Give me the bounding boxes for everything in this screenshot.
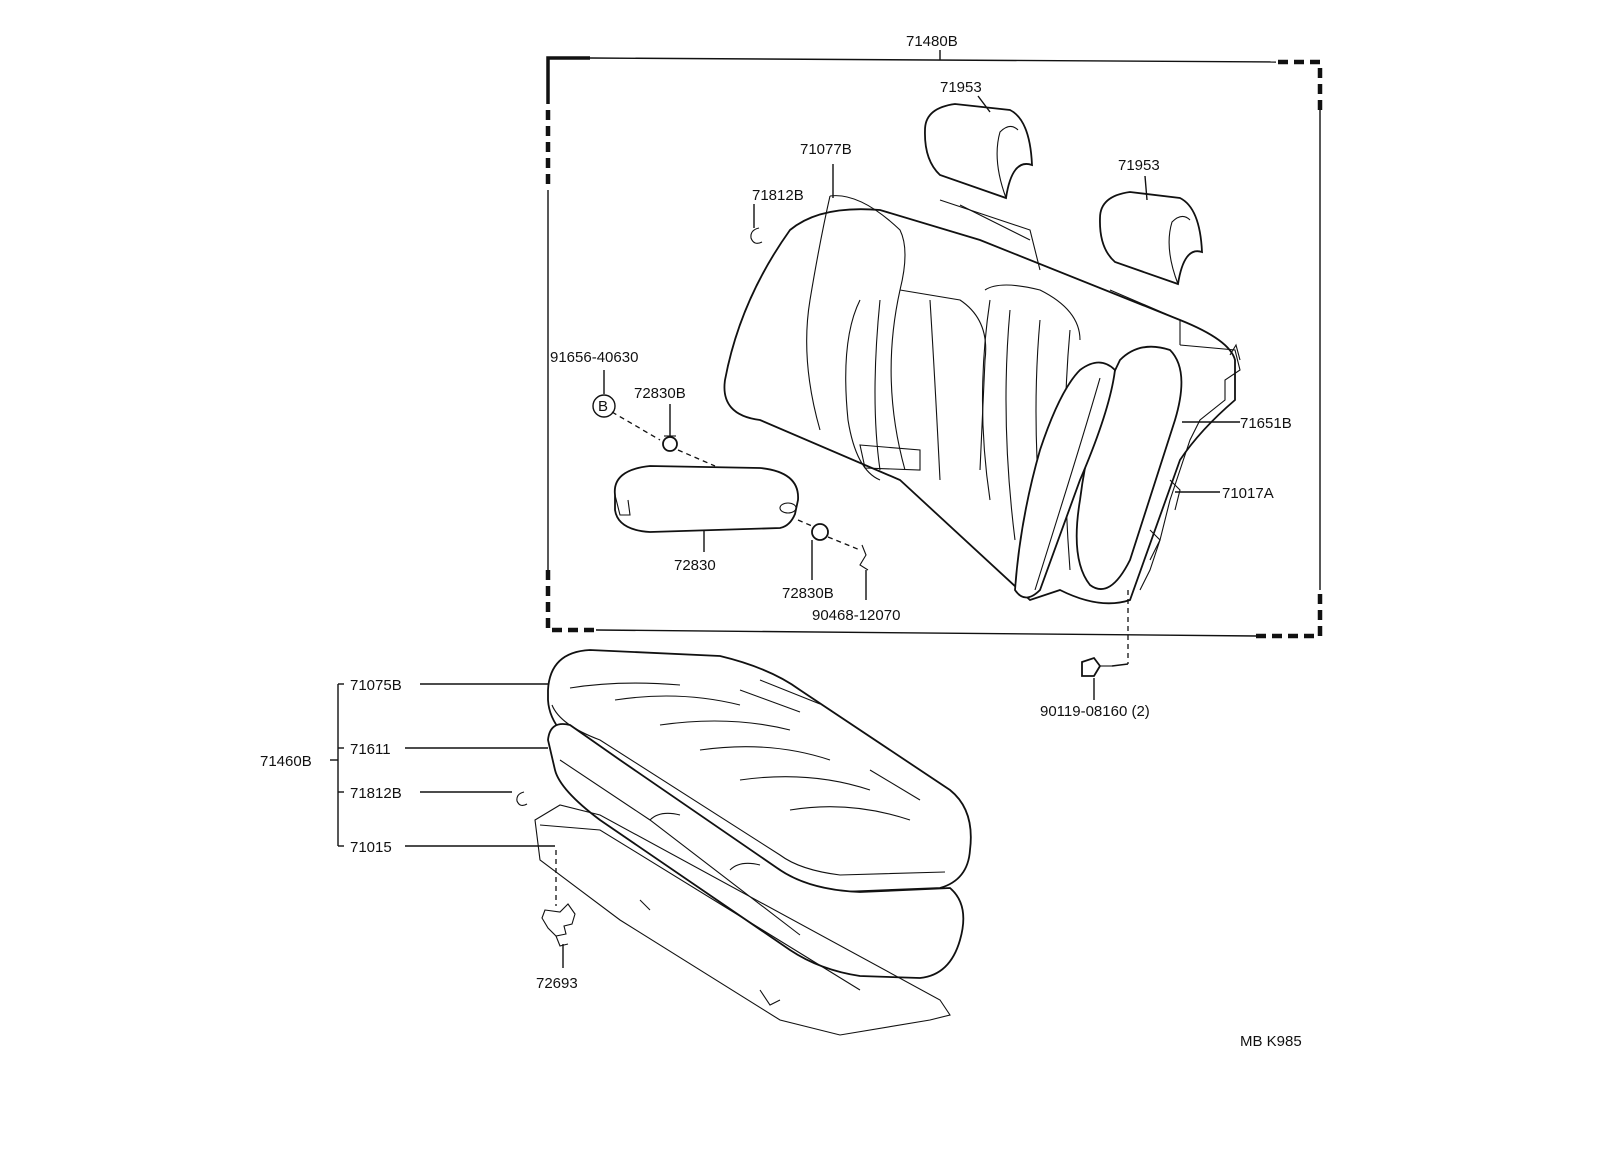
label-90119-08160: 90119-08160 (2) xyxy=(1040,703,1150,720)
label-72830b-lower: 72830B xyxy=(782,585,834,602)
bushing-upper-icon xyxy=(662,435,678,452)
label-91656-40630: 91656-40630 xyxy=(550,349,638,366)
bushing-lower-icon xyxy=(811,523,829,541)
label-71015: 71015 xyxy=(350,839,392,856)
label-72693: 72693 xyxy=(536,975,578,992)
label-71480b: 71480B xyxy=(906,33,958,50)
armrest xyxy=(613,465,799,533)
hog-ring-cushion-icon xyxy=(516,791,528,807)
label-72830b-upper: 72830B xyxy=(634,385,686,402)
label-71812b-cushion: 71812B xyxy=(350,785,402,802)
cushion-frame xyxy=(534,804,951,1036)
label-71075b: 71075B xyxy=(350,677,402,694)
seatback-side-pad xyxy=(1014,345,1183,599)
diagram-code: MB K985 xyxy=(1240,1033,1302,1050)
seatback-frame xyxy=(1139,343,1241,591)
label-72830: 72830 xyxy=(674,557,716,574)
label-71953-left: 71953 xyxy=(940,79,982,96)
label-71460b: 71460B xyxy=(260,753,312,770)
bolt-icon xyxy=(1081,656,1112,677)
label-90468-12070: 90468-12070 xyxy=(812,607,900,624)
label-71611: 71611 xyxy=(350,741,391,758)
headrest-left xyxy=(924,95,1033,200)
cushion-group-bracket xyxy=(330,683,344,847)
circle-b-label: B xyxy=(598,398,608,415)
hook-icon xyxy=(541,903,576,947)
seatback-assembly-frame xyxy=(545,50,1323,639)
label-71953-right: 71953 xyxy=(1118,157,1160,174)
label-71651b: 71651B xyxy=(1240,415,1292,432)
label-71812b-back: 71812B xyxy=(752,187,804,204)
clip-icon xyxy=(859,544,869,571)
headrest-right xyxy=(1099,175,1203,286)
label-71077b: 71077B xyxy=(800,141,852,158)
seat-cushion xyxy=(547,649,972,893)
screw-b-icon: B xyxy=(592,394,616,418)
label-71017a: 71017A xyxy=(1222,485,1274,502)
hog-ring-back-icon xyxy=(750,227,763,244)
